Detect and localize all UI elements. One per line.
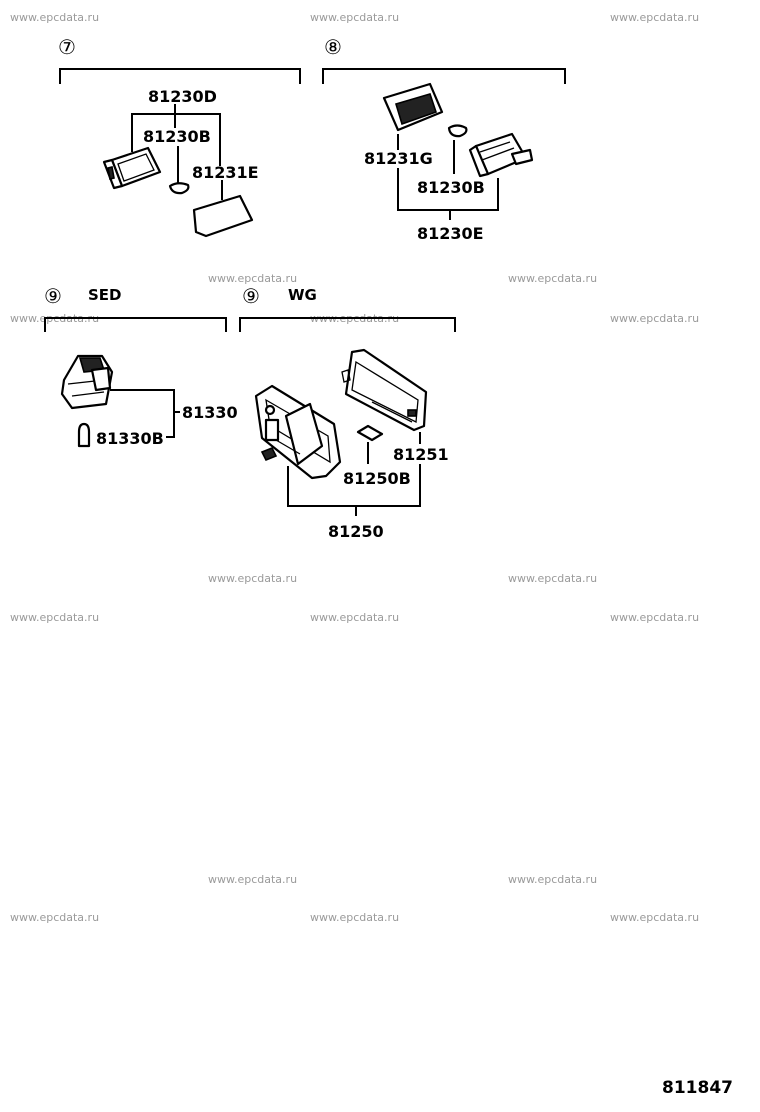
group-9-wg-number: ⑨ — [242, 284, 260, 308]
part-number-81330: 81330 — [182, 403, 238, 422]
watermark: www.epcdata.ru — [508, 873, 597, 886]
watermark: www.epcdata.ru — [310, 911, 399, 924]
lamp-housing-81230d-icon — [102, 146, 162, 190]
watermarks: www.epcdata.ru www.epcdata.ru www.epcdat… — [10, 11, 699, 924]
part-number-81230d: 81230D — [148, 87, 217, 106]
group-9-wg-bracket — [239, 317, 456, 332]
part-number-81330b: 81330B — [96, 429, 164, 448]
watermark: www.epcdata.ru — [10, 911, 99, 924]
leader-81250-bracket — [287, 464, 421, 507]
part-number-81231g: 81231G — [364, 149, 433, 168]
bulb-icon — [356, 424, 384, 442]
watermark: www.epcdata.ru — [610, 312, 699, 325]
part-number-81230b: 81230B — [143, 127, 211, 146]
part-number-81250b: 81250B — [343, 469, 411, 488]
part-number-81250: 81250 — [328, 522, 384, 541]
group-8: ⑧ 81231G 81230B 81230E — [322, 35, 566, 243]
part-number-81230b: 81230B — [417, 178, 485, 197]
lamp-housing-81250-icon — [254, 384, 342, 480]
group-9-sed-label: SED — [88, 286, 122, 304]
group-9-sed: ⑨ SED 81330 81330B — [44, 284, 238, 448]
group-7: ⑦ 81230D 81230B 81231E — [58, 35, 301, 238]
watermark: www.epcdata.ru — [610, 611, 699, 624]
watermark: www.epcdata.ru — [508, 572, 597, 585]
leader-group8-bracket — [397, 168, 499, 211]
group-9-sed-number: ⑨ — [44, 284, 62, 308]
part-number-81251: 81251 — [393, 445, 449, 464]
watermark: www.epcdata.ru — [10, 11, 99, 24]
lens-81251-icon — [341, 348, 428, 432]
socket-81330-icon — [60, 354, 114, 410]
watermark: www.epcdata.ru — [610, 11, 699, 24]
group-9-sed-bracket — [44, 317, 227, 332]
part-number-81231e: 81231E — [192, 163, 259, 182]
socket-housing-icon — [468, 132, 534, 178]
group-9-wg: ⑨ WG 81251 81250B 81250 — [239, 284, 456, 541]
bulb-81330b-icon — [77, 422, 91, 448]
lens-edge — [193, 209, 197, 233]
watermark: www.epcdata.ru — [508, 272, 597, 285]
leader-81330 — [110, 389, 175, 438]
lens-81231g-icon — [382, 82, 444, 132]
diagram-code: 811847 — [662, 1078, 733, 1098]
lens-81231e-icon — [192, 194, 254, 238]
bulb-icon — [168, 182, 190, 195]
group-8-number: ⑧ — [324, 35, 342, 59]
bulb-icon — [447, 124, 468, 138]
group-9-wg-label: WG — [288, 286, 317, 304]
group-8-bracket — [322, 68, 566, 84]
watermark: www.epcdata.ru — [610, 911, 699, 924]
part-number-81230e: 81230E — [417, 224, 484, 243]
watermark: www.epcdata.ru — [208, 272, 297, 285]
group-7-number: ⑦ — [58, 35, 76, 59]
watermark: www.epcdata.ru — [10, 611, 99, 624]
watermark: www.epcdata.ru — [208, 572, 297, 585]
watermark: www.epcdata.ru — [208, 873, 297, 886]
watermark: www.epcdata.ru — [310, 611, 399, 624]
group-7-bracket — [59, 68, 301, 84]
watermark: www.epcdata.ru — [310, 11, 399, 24]
